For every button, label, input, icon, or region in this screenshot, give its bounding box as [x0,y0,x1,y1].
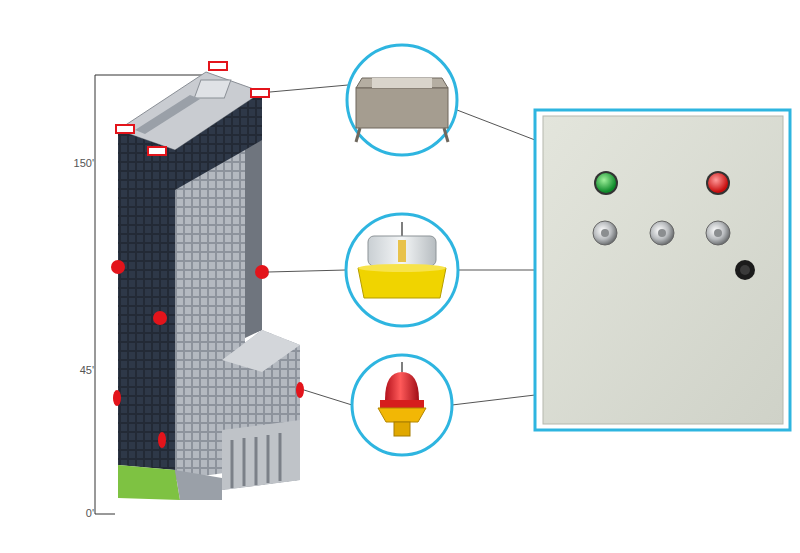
controller-box [356,78,448,142]
height-label: 45' [80,365,94,376]
detail-circles [346,45,458,455]
roof-controller-markers [116,62,269,155]
control-panel [535,110,790,430]
obstruction-light-markers [111,260,304,448]
low-intensity-light [378,362,426,436]
building [118,72,300,500]
medium-intensity-light [358,222,446,298]
height-label: 150' [74,158,94,169]
height-label: 0' [86,508,94,519]
